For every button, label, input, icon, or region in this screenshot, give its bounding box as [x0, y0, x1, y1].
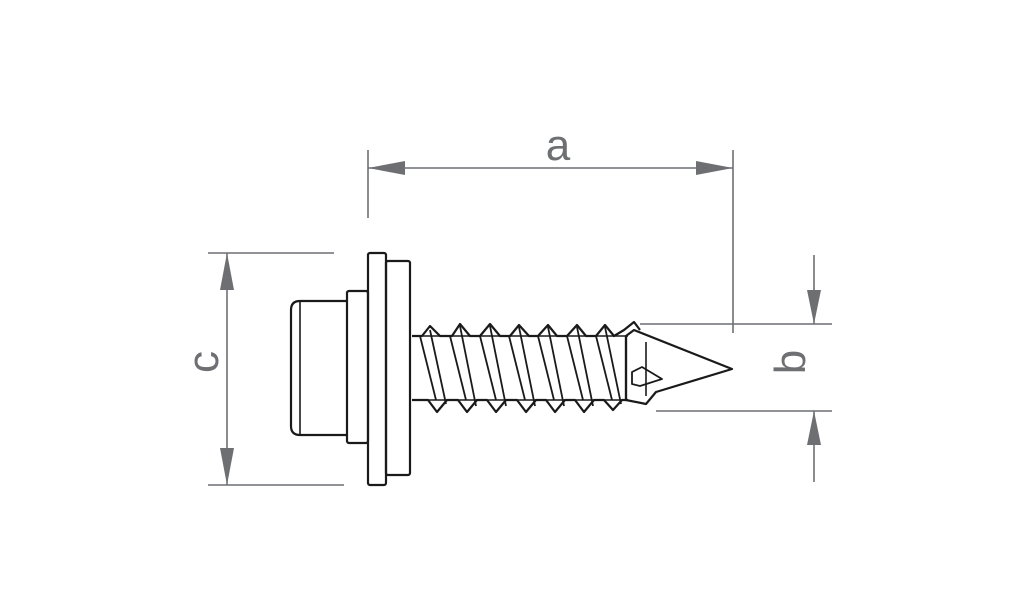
drill-point — [624, 328, 734, 406]
thread-crest-bottom — [412, 398, 628, 414]
dimension-c-label: c — [179, 351, 228, 373]
threaded-shank — [412, 320, 641, 414]
dimensions: a b c — [179, 121, 832, 486]
washer-backing — [384, 259, 412, 477]
hex-head — [289, 299, 347, 437]
sealing-washer — [366, 251, 388, 487]
collar — [345, 289, 370, 445]
drill-flute — [631, 366, 663, 387]
dimension-c: c — [179, 252, 344, 486]
dimension-b: b — [640, 255, 832, 482]
dimension-a-label: a — [546, 121, 571, 170]
screw — [289, 251, 734, 487]
dimension-b-label: b — [766, 350, 815, 374]
dimension-a: a — [367, 121, 734, 333]
